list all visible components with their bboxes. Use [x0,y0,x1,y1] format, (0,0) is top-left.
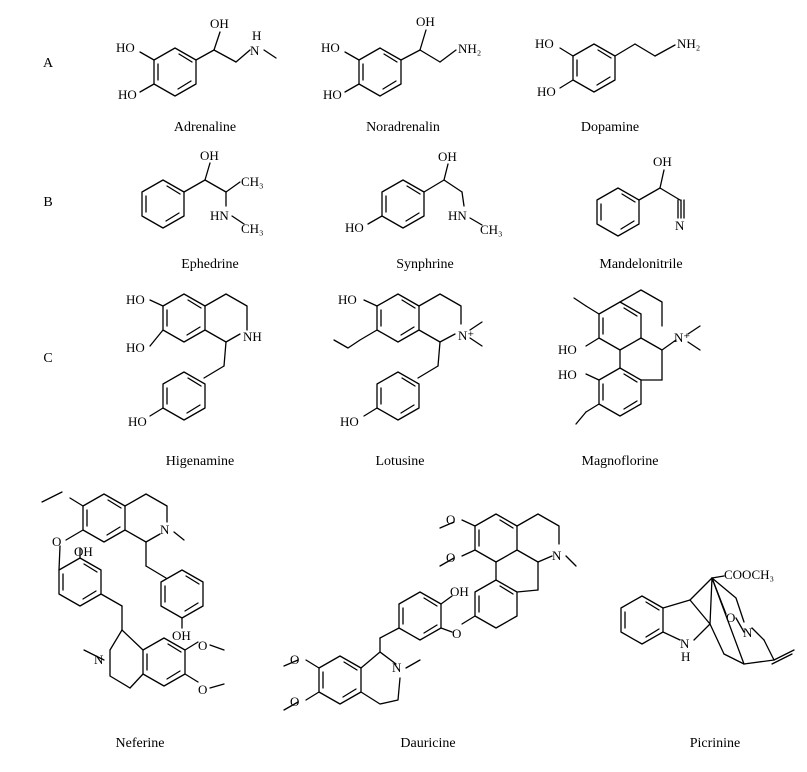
ephedrine-ch3-2: CH₃ [241,221,264,236]
structure-higenamine: HO HO NH HO [126,292,262,429]
higenamine-nh: NH [243,329,262,344]
label-synphrine: Synphrine [396,257,454,272]
magnoflorine-ho-1: HO [558,342,577,357]
synphrine-hn: HN [448,208,467,223]
row-label-a: A [43,56,54,71]
label-dauricine: Dauricine [400,736,455,751]
structure-lotusine: HO N⁺ HO [333,292,483,429]
label-lotusine: Lotusine [376,454,425,469]
dauricine-o-bridge: O [452,626,461,641]
dauricine-o-3: O [290,652,299,667]
neferine-n-2: N [94,652,104,667]
label-picrinine: Picrinine [690,736,741,751]
dopamine-nh2: NH₂ [677,36,700,51]
ephedrine-oh: OH [200,148,219,163]
dauricine-n-2: N [392,660,402,675]
neferine-n-1: N [160,522,170,537]
adrenaline-n: N [250,43,260,58]
ephedrine-hn: HN [210,208,229,223]
dopamine-ho-2: HO [537,84,556,99]
structure-neferine: O OH N OH N O O [41,491,225,697]
lotusine-n-plus: N⁺ [458,328,474,343]
higenamine-ho-1: HO [126,292,145,307]
label-noradrenalin: Noradrenalin [366,120,440,135]
magnoflorine-ho-2: HO [558,367,577,382]
structure-noradrenalin: HO HO OH NH₂ [321,14,481,102]
noradrenalin-oh: OH [416,14,435,29]
label-dopamine: Dopamine [581,120,639,135]
higenamine-ho-3: HO [128,414,147,429]
row-label-c: C [43,351,52,366]
synphrine-ch3: CH₃ [480,222,503,237]
label-adrenaline: Adrenaline [174,120,236,135]
structure-magnoflorine: HO HO N⁺ [558,289,701,425]
dauricine-oh: OH [450,584,469,599]
picrinine-h: H [681,649,690,664]
adrenaline-ho-2: HO [118,87,137,102]
label-neferine: Neferine [116,736,165,751]
neferine-oh-2: OH [172,628,191,643]
neferine-o-bridge: O [52,534,61,549]
structure-synphrine: HO OH HN CH₃ [345,149,503,237]
structure-ephedrine: OH CH₃ HN CH₃ [141,148,264,236]
label-magnoflorine: Magnoflorine [582,454,659,469]
synphrine-ho: HO [345,220,364,235]
picrinine-n: N [743,625,753,640]
picrinine-n-indole: N [680,636,690,651]
lotusine-ho-1: HO [338,292,357,307]
lotusine-ho-2: HO [340,414,359,429]
ephedrine-ch3-1: CH₃ [241,174,264,189]
synphrine-oh: OH [438,149,457,164]
adrenaline-h: H [252,28,261,43]
picrinine-o: O [726,610,735,625]
noradrenalin-ho-1: HO [321,40,340,55]
mandelonitrile-oh: OH [653,154,672,169]
label-higenamine: Higenamine [166,454,234,469]
structure-dauricine: O O N OH O N O O [283,512,577,711]
dauricine-n-1: N [552,548,562,563]
adrenaline-oh: OH [210,16,229,31]
picrinine-cooch3: COOCH₃ [724,567,774,582]
neferine-o-2: O [198,682,207,697]
dauricine-o-4: O [290,694,299,709]
structure-adrenaline: HO HO OH H N [116,16,277,102]
mandelonitrile-n: N [675,218,685,233]
noradrenalin-nh2: NH₂ [458,41,481,56]
dopamine-ho-1: HO [535,36,554,51]
dauricine-o-1: O [446,512,455,527]
label-ephedrine: Ephedrine [181,257,239,272]
structure-mandelonitrile: OH N [596,154,685,237]
structure-picrinine: COOCH₃ O N N H [620,567,795,665]
dauricine-o-2: O [446,550,455,565]
noradrenalin-ho-2: HO [323,87,342,102]
row-label-b: B [43,195,52,210]
adrenaline-ho-1: HO [116,40,135,55]
higenamine-ho-2: HO [126,340,145,355]
structure-dopamine: HO HO NH₂ [535,36,700,99]
neferine-o-1: O [198,638,207,653]
magnoflorine-n-plus: N⁺ [674,330,690,345]
label-mandelonitrile: Mandelonitrile [599,257,682,272]
neferine-oh-1: OH [74,544,93,559]
